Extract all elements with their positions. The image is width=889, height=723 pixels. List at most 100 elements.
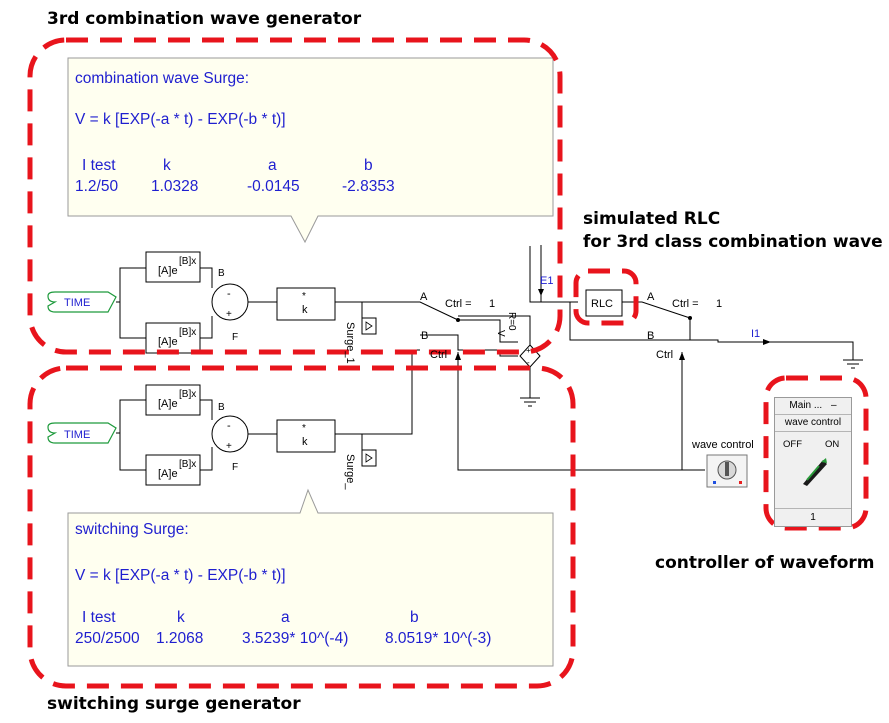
svg-text:-: - xyxy=(527,358,530,367)
exp-label-bottom-1: [A]e xyxy=(158,398,178,410)
time-label-bottom: TIME xyxy=(64,429,90,441)
port-f-top: F xyxy=(232,332,238,343)
callout-top-header-itest: I test xyxy=(82,157,116,174)
arrow-heads xyxy=(455,289,771,360)
wave-control-label: wave control xyxy=(691,439,754,451)
callout-bottom-value-a: 3.5239* 10^(-4) xyxy=(242,630,349,647)
exp-sup-bottom-2: [B]x xyxy=(179,459,196,470)
switch-top-ctrl-val: 1 xyxy=(489,298,495,310)
callout-top-header-k: k xyxy=(163,157,171,174)
port-b-top: B xyxy=(218,268,225,279)
heading-simulated-rlc: simulated RLC xyxy=(583,209,721,229)
time-source-bottom[interactable] xyxy=(47,422,117,444)
panel-on-label: ON xyxy=(825,439,840,450)
switch-right-ctrl-val: 1 xyxy=(716,298,722,310)
circuit-labels: TIMETIME[A]e[B]x[A]e[B]x[A]e[B]x[A]e[B]x… xyxy=(64,256,760,490)
switch-right-a: A xyxy=(647,291,655,303)
surge-label-bottom: Surge_ xyxy=(344,454,356,490)
switch-top-a: A xyxy=(420,291,428,303)
exp-block-top-1[interactable] xyxy=(145,251,201,283)
callout-bottom-value-itest: 250/2500 xyxy=(75,630,140,647)
heading-rlc-class: for 3rd class combination wave xyxy=(583,232,883,252)
heading-combination-generator: 3rd combination wave generator xyxy=(47,9,362,29)
callout-top-value-b: -2.8353 xyxy=(342,178,395,195)
region-controller xyxy=(763,375,869,531)
multiplier-bottom[interactable] xyxy=(276,419,336,453)
switch-right[interactable] xyxy=(688,316,692,320)
callout-top-value-itest: 1.2/50 xyxy=(75,178,119,195)
callout-top-value-a: -0.0145 xyxy=(247,178,300,195)
time-source-top[interactable] xyxy=(47,291,117,313)
region-combination xyxy=(27,37,563,355)
surge-meter-top[interactable] xyxy=(361,317,377,335)
plus-bottom: + xyxy=(226,441,232,452)
callout-bottom xyxy=(67,488,554,667)
callout-top-header-b: b xyxy=(364,157,373,174)
callout-bottom-formula: V = k [EXP(-a * t) - EXP(-b * t)] xyxy=(75,567,286,584)
callout-top xyxy=(67,57,554,244)
summer-bottom[interactable] xyxy=(211,415,249,453)
heading-switching-generator: switching surge generator xyxy=(47,694,301,714)
exp-label-bottom-2: [A]e xyxy=(158,468,178,480)
minus-top: - xyxy=(227,288,231,300)
callout-bottom-header-b: b xyxy=(410,609,419,626)
panel-title-bar: Main ... – xyxy=(775,398,851,415)
switch-right-ctrl: Ctrl xyxy=(656,349,673,361)
panel-control-name: wave control xyxy=(775,415,851,432)
plus-top: + xyxy=(226,309,232,320)
mult-bottom-star: * xyxy=(302,423,306,434)
mult-top-star: * xyxy=(302,291,306,302)
exp-sup-top-1: [B]x xyxy=(179,256,196,267)
callout-top-formula: V = k [EXP(-a * t) - EXP(-b * t)] xyxy=(75,111,286,128)
red-dashed-regions xyxy=(27,37,869,689)
rlc-label: RLC xyxy=(591,298,613,310)
callout-bottom-title: switching Surge: xyxy=(75,521,189,538)
surge-meter-bottom[interactable] xyxy=(361,449,377,467)
panel-off-label: OFF xyxy=(783,439,802,450)
switch-top-b: B xyxy=(421,330,428,342)
callout-top-value-k: 1.0328 xyxy=(151,178,199,195)
switch-top[interactable] xyxy=(456,318,460,322)
summer-top[interactable] xyxy=(211,283,249,321)
panel-title: Main ... xyxy=(789,400,823,411)
exp-sup-bottom-1: [B]x xyxy=(179,389,196,400)
surge-label-top: Surge_1 xyxy=(344,322,356,364)
switch-right-b: B xyxy=(647,330,654,342)
minus-bottom: - xyxy=(227,420,231,432)
port-f-bottom: F xyxy=(232,462,238,473)
exp-label-top-2: [A]e xyxy=(158,336,178,348)
ground-symbols xyxy=(520,359,863,407)
exp-sup-top-2: [B]x xyxy=(179,327,196,338)
heading-controller: controller of waveform xyxy=(655,553,875,573)
mult-bottom-k: k xyxy=(302,436,308,448)
callout-bottom-value-k: 1.2068 xyxy=(156,630,204,647)
control-panel[interactable]: Main ... – wave control OFF ON 1 xyxy=(774,397,852,527)
region-switching xyxy=(27,365,576,689)
multiplier-top[interactable] xyxy=(276,287,336,321)
switch-right-ctrl-eq: Ctrl = xyxy=(672,298,699,310)
callout-bottom-header-k: k xyxy=(177,609,185,626)
exp-label-top-1: [A]e xyxy=(158,265,178,277)
callout-top-header-a: a xyxy=(268,157,277,174)
panel-dial-icon[interactable] xyxy=(797,454,831,488)
wave-control-knob[interactable] xyxy=(706,454,748,488)
i1-label: I1 xyxy=(751,328,760,340)
v-label: V xyxy=(495,330,506,337)
panel-value: 1 xyxy=(775,508,851,526)
callout-bottom-header-itest: I test xyxy=(82,609,116,626)
panel-close-button[interactable]: – xyxy=(831,400,837,411)
callout-bottom-value-b: 8.0519* 10^(-3) xyxy=(385,630,492,647)
exp-block-bottom-1[interactable] xyxy=(145,384,201,416)
mult-top-k: k xyxy=(302,304,308,316)
time-label-top: TIME xyxy=(64,297,90,309)
switch-top-ctrl: Ctrl xyxy=(430,349,447,361)
exp-block-bottom-2[interactable] xyxy=(145,454,201,486)
svg-text:+: + xyxy=(526,346,531,355)
switch-top-ctrl-eq: Ctrl = xyxy=(445,298,472,310)
e1-label: E1 xyxy=(540,275,553,287)
r-label: R=0 xyxy=(506,312,517,331)
rlc-block[interactable] xyxy=(585,289,623,317)
callout-top-title: combination wave Surge: xyxy=(75,70,250,87)
callout-bottom-header-a: a xyxy=(281,609,290,626)
